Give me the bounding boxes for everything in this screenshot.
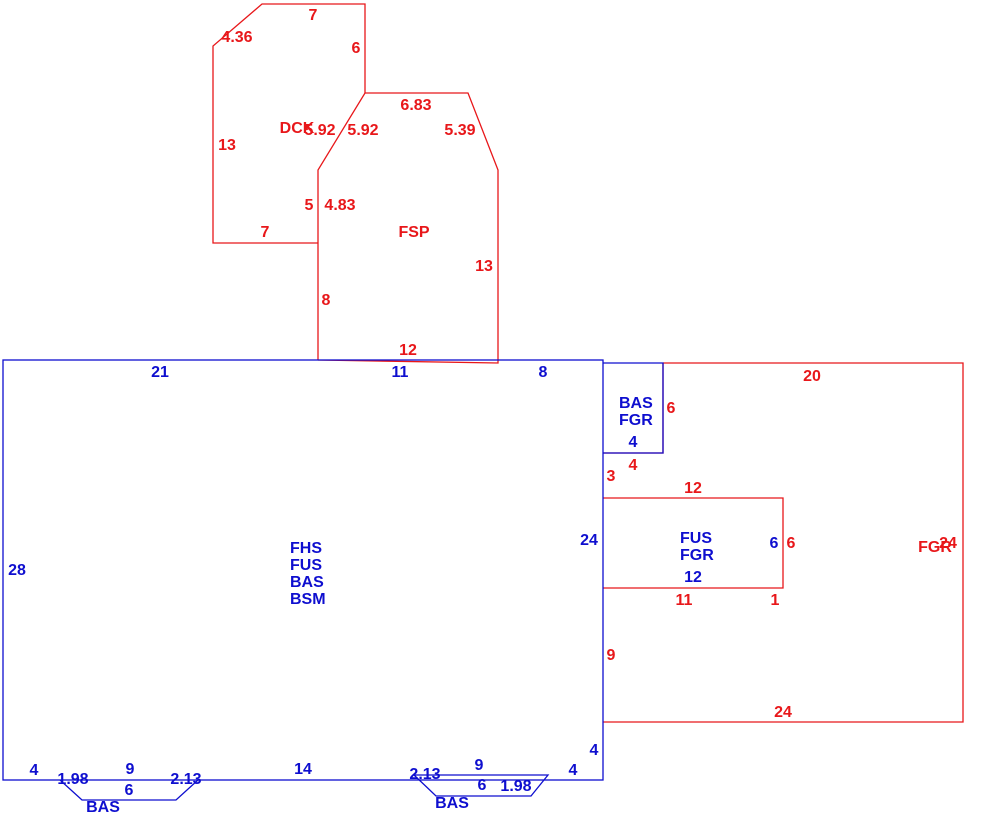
- dck-dim-bottom: 7: [261, 224, 270, 241]
- small-code-1: BAS: [619, 395, 653, 412]
- main-dim-bottom-b: 14: [294, 761, 312, 778]
- fsp-dim-slant-left: 5.92: [347, 122, 378, 139]
- fgr-outline: [603, 362, 964, 723]
- dck-dim-slant: 5.92: [304, 122, 335, 139]
- main-dim-right: 24: [580, 532, 598, 549]
- fsp-dim-left: 8: [322, 292, 331, 309]
- small-code-2: FGR: [619, 412, 653, 429]
- fus-box-outline: [603, 497, 784, 589]
- dck-dim-diag: 4.36: [221, 29, 252, 46]
- fsp-dim-right: 13: [475, 258, 493, 275]
- bay-left-dim-top: 9: [126, 761, 135, 778]
- fgr-code: FGR: [918, 539, 952, 556]
- bay-left-code: BAS: [86, 799, 120, 816]
- fsp-dim-bottom: 12: [399, 342, 417, 359]
- fus-box-code-1: FUS: [680, 530, 712, 547]
- main-outline: [2, 359, 604, 781]
- main-dim-right-low: 4: [590, 742, 599, 759]
- fgr-dim-left-low: 9: [607, 647, 616, 664]
- main-code-3: BAS: [290, 574, 324, 591]
- bay-left-outline: [59, 779, 199, 801]
- small-dim-blue-bottom: 4: [629, 434, 638, 451]
- dck-dim-left: 13: [218, 137, 236, 154]
- small-blue-outline: [603, 362, 664, 454]
- main-code-1: FHS: [290, 540, 322, 557]
- fsp-dim-left-upper: 4.83: [324, 197, 355, 214]
- fsp-outline: [317, 92, 499, 364]
- small-dim-red-left: 3: [607, 468, 616, 485]
- bay-right-outline: [412, 774, 550, 797]
- main-code-4: BSM: [290, 591, 326, 608]
- bay-right-code: BAS: [435, 795, 469, 812]
- fgr-dim-bottom: 24: [774, 704, 792, 721]
- bay-left-dim-left: 1.98: [57, 771, 88, 788]
- fsp-code: FSP: [398, 224, 429, 241]
- bay-right-dim-top: 9: [475, 757, 484, 774]
- dck-dim-short: 5: [305, 197, 314, 214]
- dck-code: DCK: [280, 120, 315, 137]
- main-code-2: FUS: [290, 557, 322, 574]
- fus-box-dim-corner: 1: [771, 592, 780, 609]
- bay-left-dim-bottom: 6: [125, 782, 134, 799]
- fus-box-dim-left-blue: 6: [770, 535, 779, 552]
- fsp-dim-slant-right: 5.39: [444, 122, 475, 139]
- dck-dim-right: 6: [352, 40, 361, 57]
- main-dim-bottom-c: 4: [569, 762, 578, 779]
- small-dim-red-bottom: 4: [629, 457, 638, 474]
- bay-right-dim-bottom: 6: [478, 777, 487, 794]
- small-dim-red-right: 6: [667, 400, 676, 417]
- dck-dim-top: 7: [309, 7, 318, 24]
- main-dim-top-c: 8: [539, 364, 548, 381]
- fus-box-dim-bottom-red: 11: [676, 592, 693, 609]
- bay-right-dim-left: 2.13: [409, 766, 440, 783]
- main-dim-left: 28: [8, 562, 26, 579]
- fgr-dim-right: 24: [939, 535, 957, 552]
- fus-box-dim-right-red: 6: [787, 535, 796, 552]
- fus-box-dim-bottom-blue: 12: [684, 569, 702, 586]
- fgr-dim-top: 20: [803, 368, 821, 385]
- fsp-dim-top: 6.83: [400, 97, 431, 114]
- fus-box-code-2: FGR: [680, 547, 714, 564]
- main-dim-bottom-a: 4: [30, 762, 39, 779]
- dck-outline: [212, 3, 366, 244]
- bay-left-dim-right: 2.13: [170, 771, 201, 788]
- main-dim-top-a: 21: [151, 364, 169, 381]
- fus-box-dim-top: 12: [684, 480, 702, 497]
- main-dim-top-b: 11: [392, 364, 409, 381]
- bay-right-dim-right: 1.98: [500, 778, 531, 795]
